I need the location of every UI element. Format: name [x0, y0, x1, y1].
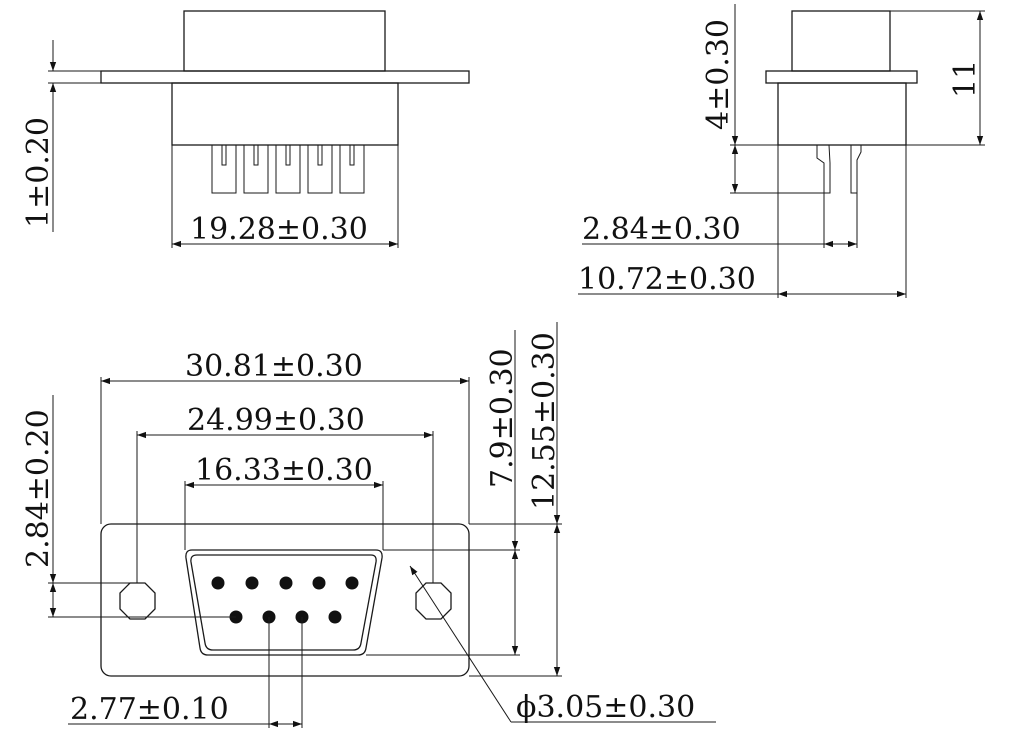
front-view-pins — [211, 576, 359, 624]
mounting-hole-left — [119, 582, 156, 620]
dim-front-shell-height: 7.9±0.30 — [485, 348, 520, 488]
dim-front-hole-spacing: 24.99±0.30 — [187, 403, 365, 438]
dim-side-pin-pitch: 2.84±0.30 — [582, 212, 741, 247]
top-view-body — [171, 82, 399, 146]
mounting-hole-right — [415, 582, 452, 620]
dim-front-row-offset: 2.84±0.20 — [21, 409, 56, 568]
side-view: 4±0.30 11 2.84±0.30 10.72±0.30 — [578, 4, 985, 298]
top-view-flange — [100, 70, 470, 84]
top-view-pins — [211, 144, 365, 194]
front-view: 30.81±0.30 24.99±0.30 16.33±0.30 7.9±0.3… — [21, 322, 716, 728]
side-view-flange — [765, 70, 918, 84]
front-view-flange — [100, 523, 470, 677]
dim-side-body-depth: 10.72±0.30 — [578, 262, 756, 297]
front-view-shell-inner — [190, 554, 377, 651]
dim-front-hole-diameter: ϕ3.05±0.30 — [516, 690, 695, 725]
top-view-shell — [183, 10, 386, 72]
dim-side-pin-length: 4±0.30 — [701, 19, 736, 130]
dim-front-shell-width: 16.33±0.30 — [195, 453, 373, 488]
dim-side-total-height: 11 — [948, 60, 983, 98]
side-view-shell — [791, 10, 891, 72]
top-view: 1±0.20 19.28±0.30 — [21, 10, 470, 248]
side-view-body — [777, 82, 907, 146]
dim-top-flange-thickness: 1±0.20 — [21, 117, 56, 228]
dim-top-body-width: 19.28±0.30 — [190, 212, 368, 247]
front-view-shell-outer — [185, 549, 383, 656]
dim-front-flange-height: 12.55±0.30 — [527, 332, 562, 510]
dim-front-flange-width: 30.81±0.30 — [185, 349, 363, 384]
dim-front-pin-pitch: 2.77±0.10 — [70, 692, 229, 727]
side-view-pins — [816, 144, 862, 194]
